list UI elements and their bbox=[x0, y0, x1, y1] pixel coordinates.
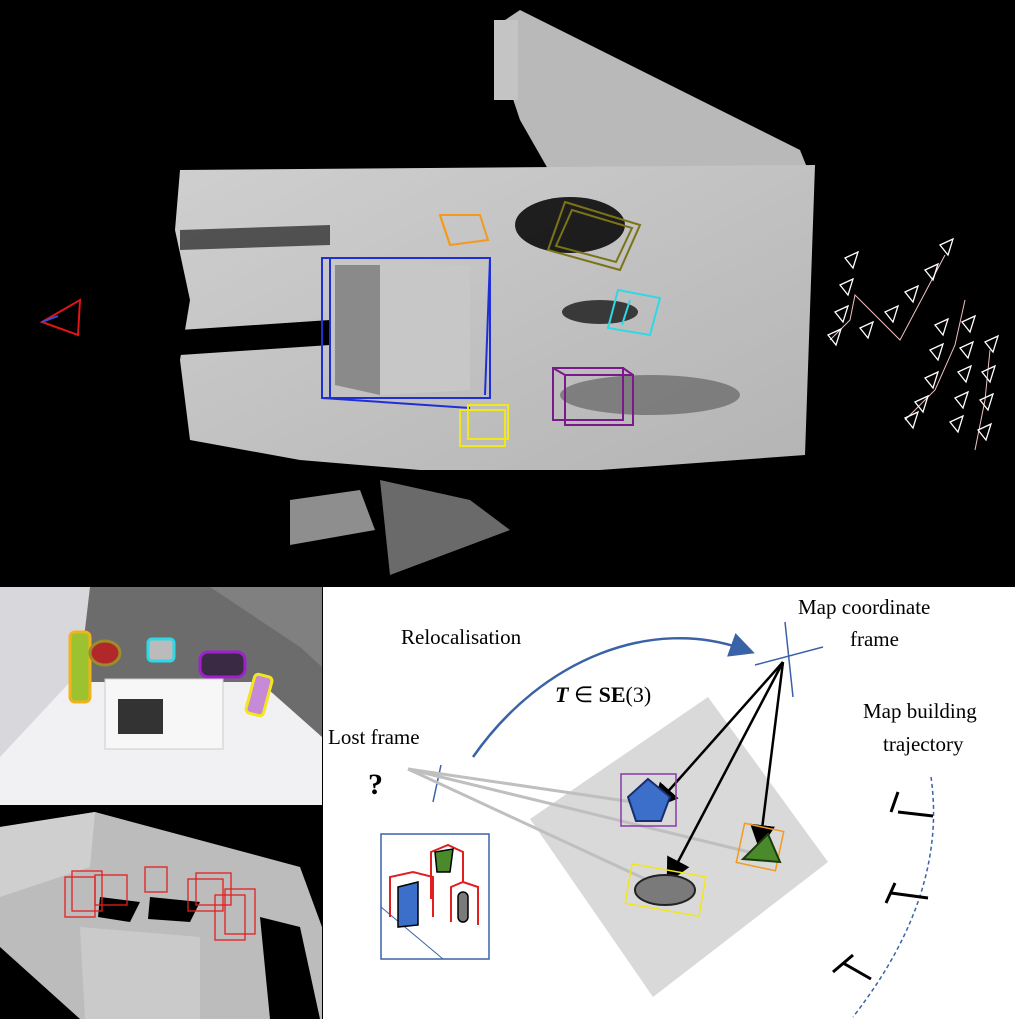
trajectory-cameras bbox=[826, 237, 1000, 451]
relocalisation-diagram: Relocalisation Map coordinate frame T ∈ … bbox=[323, 587, 1015, 1019]
transform-symbol: T bbox=[555, 682, 569, 707]
camera-t-icon bbox=[889, 791, 934, 818]
detection-bowl bbox=[88, 639, 122, 667]
mesh-under bbox=[290, 490, 375, 545]
trajectory-camera-icons bbox=[832, 791, 934, 981]
camera-frustum-icon bbox=[948, 414, 965, 434]
blue-pentagon-object bbox=[620, 773, 677, 827]
mesh-hole bbox=[560, 375, 740, 415]
camera-t-icon bbox=[832, 953, 872, 981]
camera-frustum-icon bbox=[843, 250, 860, 270]
mesh2-box bbox=[80, 927, 200, 1019]
transform-in: ∈ bbox=[568, 682, 599, 707]
transform-label: T ∈ SE(3) bbox=[555, 682, 651, 707]
mesh-detection-svg bbox=[0, 807, 322, 1019]
mesh2-hole bbox=[98, 897, 140, 922]
mesh-gap bbox=[180, 225, 330, 250]
mesh-back-wall bbox=[500, 10, 810, 190]
reconstruction-svg bbox=[39, 10, 1000, 575]
mesh2-hole bbox=[148, 897, 200, 922]
lost-frame-label: Lost frame bbox=[328, 725, 420, 749]
detection-headset bbox=[198, 650, 247, 679]
camera-frustum-icon bbox=[938, 237, 955, 257]
camera-frustum-icon bbox=[913, 394, 930, 414]
camera-frustum-icon bbox=[923, 262, 940, 282]
rgb-photo-view bbox=[0, 587, 322, 805]
map-plane bbox=[530, 697, 828, 997]
camera-frustum-icon bbox=[838, 277, 855, 297]
table-bounding-box bbox=[321, 257, 491, 409]
lost-frame-image bbox=[380, 833, 490, 960]
camera-frustum-icon bbox=[858, 320, 875, 340]
mesh-pole bbox=[494, 20, 518, 100]
camera-frustum-icon bbox=[983, 334, 1000, 354]
mesh-box-top bbox=[380, 265, 470, 395]
lost-frame-rays bbox=[407, 767, 754, 887]
relocalisation-arc bbox=[471, 633, 755, 758]
detection-bottle bbox=[68, 630, 92, 704]
mesh-hole bbox=[515, 197, 625, 253]
camera-frustum-icon bbox=[960, 314, 977, 334]
olive-object-box bbox=[546, 200, 642, 272]
camera-frustum-icon bbox=[923, 370, 940, 390]
mesh-gap bbox=[180, 320, 330, 355]
cyan-object-box bbox=[606, 288, 662, 337]
camera-frustum-icon bbox=[956, 364, 973, 384]
photo-wall bbox=[0, 587, 322, 667]
camera-frustum-icon bbox=[958, 340, 975, 360]
reconstruction-view bbox=[39, 10, 1000, 575]
lost-camera-icon bbox=[39, 298, 82, 337]
mesh-table bbox=[175, 165, 815, 470]
purple-object-box bbox=[552, 367, 634, 426]
mesh-hole bbox=[562, 300, 638, 324]
camera-frustum-icon bbox=[928, 342, 945, 362]
camera-frustum-icon bbox=[883, 304, 900, 324]
diagram-svg bbox=[380, 621, 935, 1018]
transform-group: SE bbox=[598, 682, 626, 707]
red-object-boxes bbox=[64, 866, 256, 941]
mesh2-shadow bbox=[260, 917, 320, 1019]
camera-t-icon bbox=[884, 882, 929, 904]
detection-device bbox=[244, 672, 274, 718]
camera-frustum-icon bbox=[833, 304, 850, 324]
relocalisation-label: Relocalisation bbox=[401, 625, 522, 649]
photo-svg bbox=[0, 587, 322, 805]
question-mark: ? bbox=[368, 768, 383, 801]
camera-frustum-icon bbox=[978, 392, 995, 412]
camera-frustum-icon bbox=[933, 317, 950, 337]
mesh-under bbox=[380, 480, 510, 575]
map-frame-axes bbox=[754, 621, 824, 698]
camera-frustum-icon bbox=[903, 284, 920, 304]
map-frame-label-line1: Map coordinate bbox=[798, 595, 931, 619]
yellow-object-box bbox=[459, 404, 509, 447]
mesh-box-face bbox=[335, 265, 380, 395]
trajectory-label-line2: trajectory bbox=[883, 732, 964, 756]
photo-box-print bbox=[118, 699, 163, 734]
camera-frustum-icon bbox=[826, 327, 843, 347]
camera-frustum-icon bbox=[980, 364, 997, 384]
map-frame-arrows bbox=[652, 661, 785, 884]
transform-dim: (3) bbox=[625, 682, 652, 707]
map-frame-label-line2: frame bbox=[850, 627, 899, 651]
trajectory-label-line1: Map building bbox=[863, 699, 977, 723]
green-triangle-object bbox=[735, 822, 785, 872]
mesh-detection-view bbox=[0, 807, 322, 1019]
camera-frustum-icon bbox=[976, 422, 993, 442]
trajectory-curve bbox=[852, 776, 935, 1018]
detection-cup bbox=[146, 637, 176, 663]
orange-object-box bbox=[438, 214, 490, 247]
gray-ellipse-object bbox=[624, 863, 707, 918]
mesh2-left-wall bbox=[0, 812, 95, 897]
camera-frustum-icon bbox=[903, 410, 920, 430]
camera-frustum-icon bbox=[953, 390, 970, 410]
